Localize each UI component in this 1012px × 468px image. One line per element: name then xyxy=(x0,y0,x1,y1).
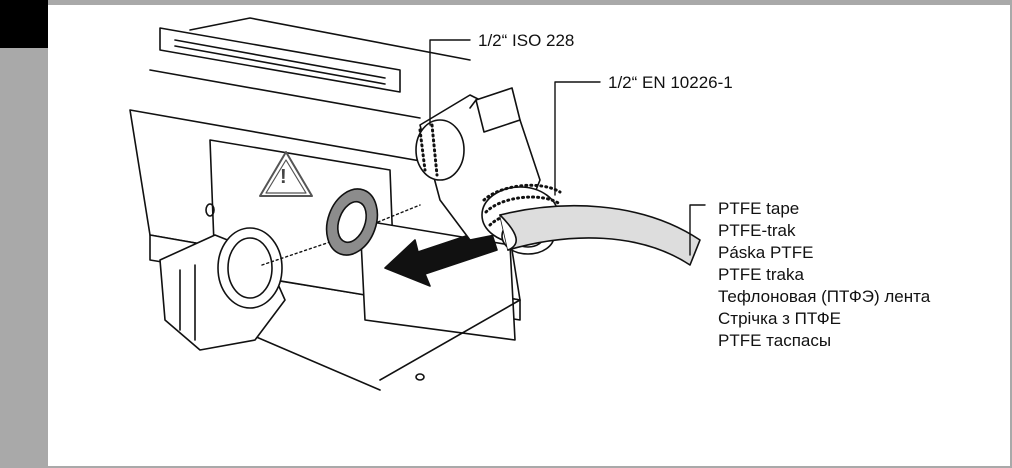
warning-triangle-icon xyxy=(259,151,313,197)
sealing-ring xyxy=(325,188,379,256)
mounting-rail xyxy=(149,17,471,119)
tape-label: Páska PTFE xyxy=(718,243,814,262)
direction-arrow xyxy=(384,227,498,287)
tape-label: Стрічка з ПТФЕ xyxy=(718,309,841,328)
bottom-border xyxy=(48,466,1012,468)
tape-label: Тефлоновая (ПТФЭ) лента xyxy=(718,287,931,306)
tape-label: PTFE-trak xyxy=(718,221,796,240)
outlet-fitting xyxy=(159,227,286,351)
leader-lines xyxy=(429,39,706,256)
ptfe-tape xyxy=(499,205,701,266)
thread-label-iso: 1/2“ ISO 228 xyxy=(478,31,575,50)
side-margin-bar xyxy=(0,0,48,468)
top-border xyxy=(48,0,1012,5)
tape-label: PTFE traka xyxy=(718,265,804,284)
thread-label-en: 1/2“ EN 10226-1 xyxy=(608,73,733,92)
tape-label-list: PTFE tape PTFE-trak Páska PTFE PTFE trak… xyxy=(718,198,930,352)
leader-tape xyxy=(689,204,706,256)
corner-tab xyxy=(0,0,48,48)
tape-label: PTFE таспасы xyxy=(718,331,832,350)
right-border xyxy=(1010,0,1012,468)
leader-iso xyxy=(429,39,471,126)
leader-en xyxy=(554,81,601,196)
warning-symbol: ! xyxy=(280,166,287,188)
tape-label: PTFE tape xyxy=(718,199,800,218)
alignment-lines xyxy=(261,204,421,266)
